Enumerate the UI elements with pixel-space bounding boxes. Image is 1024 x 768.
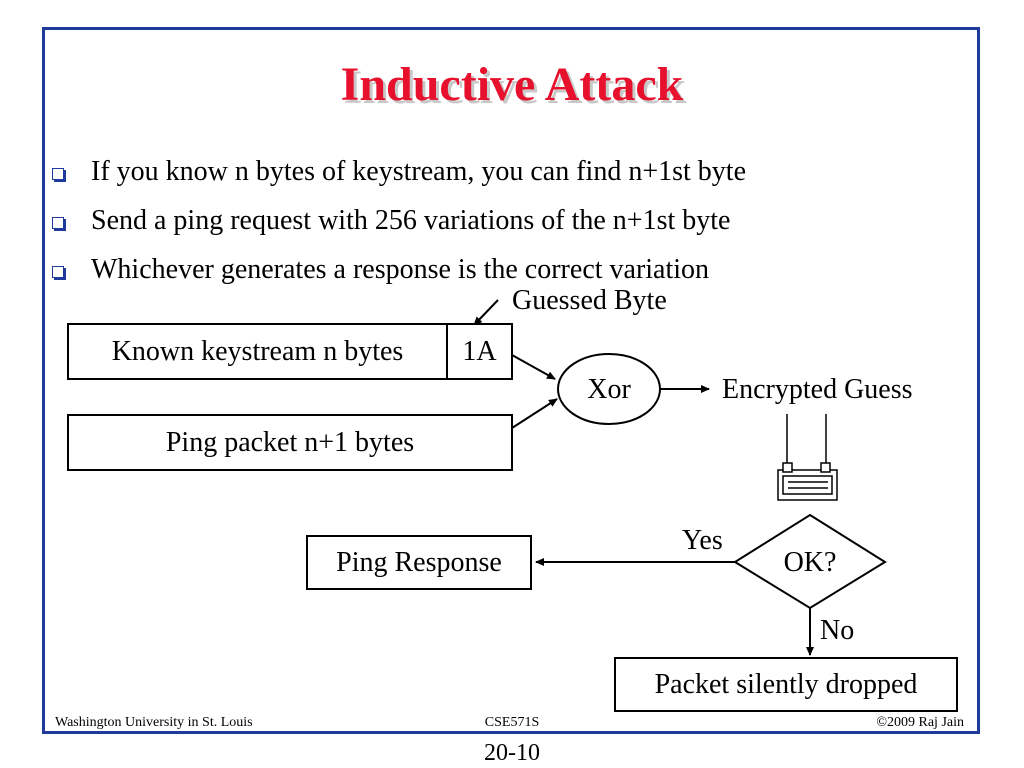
slide-frame	[42, 27, 980, 734]
guessed-byte-box: 1A	[446, 323, 513, 380]
footer-left: Washington University in St. Louis	[55, 715, 253, 730]
encrypted-guess-label: Encrypted Guess	[722, 374, 913, 405]
decision-label: OK?	[783, 547, 837, 578]
yes-label: Yes	[682, 525, 723, 556]
ping-packet-box: Ping packet n+1 bytes	[67, 414, 513, 471]
bullet-text: Whichever generates a response is the co…	[91, 254, 710, 285]
packet-dropped-box: Packet silently dropped	[614, 657, 958, 712]
keystream-to-xor-arrow	[511, 354, 556, 380]
page-number: 20-10	[484, 740, 540, 766]
bullet-item: Send a ping request with 256 variations …	[52, 201, 746, 250]
slide-title: Inductive Attack	[340, 58, 684, 111]
footer-center: CSE571S	[484, 715, 540, 730]
guessed-byte-label: Guessed Byte	[512, 285, 667, 316]
bullet-text: Send a ping request with 256 variations …	[91, 205, 731, 236]
bullet-item: If you know n bytes of keystream, you ca…	[52, 152, 746, 201]
xor-label: Xor	[587, 374, 631, 405]
footer-right: ©2009 Raj Jain	[876, 715, 964, 730]
bullet-item: Whichever generates a response is the co…	[52, 250, 746, 299]
no-label: No	[820, 615, 855, 646]
square-bullet-icon	[52, 217, 64, 229]
packet-to-xor-arrow	[511, 398, 558, 429]
known-keystream-box: Known keystream n bytes	[67, 323, 448, 380]
guessed-byte-arrow	[473, 299, 499, 326]
wireless-access-point-icon	[777, 414, 838, 501]
bullet-text: If you know n bytes of keystream, you ca…	[91, 156, 746, 187]
square-bullet-icon	[52, 266, 64, 278]
ping-response-box: Ping Response	[306, 535, 532, 590]
square-bullet-icon	[52, 168, 64, 180]
bullet-list: If you know n bytes of keystream, you ca…	[52, 152, 746, 299]
